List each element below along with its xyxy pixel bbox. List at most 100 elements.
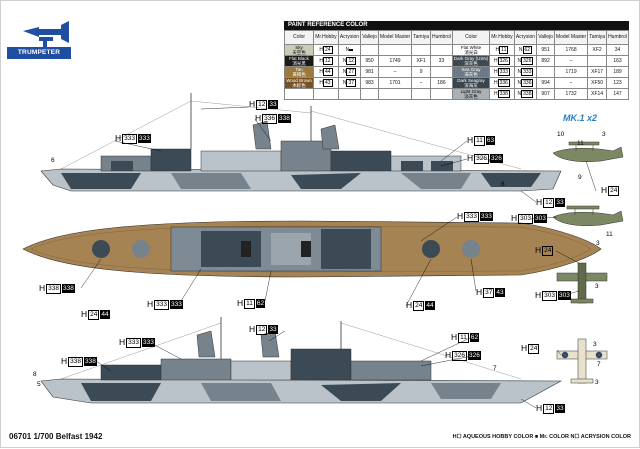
part-number: 10 [557,131,565,138]
color-code: 24 [528,344,540,354]
mr-color-code: 63 [485,136,496,145]
color-name: Dark Gray (USN) [453,56,489,62]
color-code: 333 [154,300,169,310]
part-number: 3 [595,283,599,290]
color-code: 11 [244,299,255,309]
aqueous-prefix: H [467,153,474,163]
aqueous-prefix: H [467,135,474,145]
side-profile-port [40,317,563,404]
mr-color-code: 44 [425,301,435,310]
table-header-8: Color [451,30,491,45]
color-code: 24 [608,186,620,196]
deck-plan-view [22,220,602,278]
color-code: 303 [542,291,557,301]
mr-color-code: 62 [469,333,480,342]
color-name-cn: 天空色 [292,50,306,55]
color-swatch-right-1: Dark Gray (USN)深灰色 [451,55,491,67]
kit-title: 06701 1/700 Belfast 1942 [9,432,103,441]
aqueous-prefix: H [511,213,518,223]
mm-code: – [553,55,589,67]
color-code: 24 [542,246,554,256]
color-code: 24 [413,301,425,311]
color-name-cn: 淡灰色 [464,94,478,99]
aqueous-prefix: H [237,298,244,308]
part-number: 4 [488,158,492,165]
aqueous-prefix: H [536,197,543,207]
color-name: Light Gray [460,89,482,95]
aqueous-prefix: H [115,133,122,143]
color-name-cn: 深灰色 [464,61,478,66]
table-header-9: Mr.Hobby [489,30,515,45]
aircraft-side-2 [552,205,624,226]
color-name: Sky [295,45,303,51]
aqueous-prefix: H [249,99,256,109]
color-code: 37 [483,288,495,298]
color-code: 333 [464,212,479,222]
table-header-14: Humbrol [606,30,629,45]
paint-table-title: PAINT REFERENCE COLOR [284,21,629,30]
color-code: 12 [543,198,555,208]
color-code: 326 [474,154,489,164]
color-name: Flat White [460,45,482,51]
aircraft-quantity-label: MK.1 x2 [563,113,598,123]
part-number: 8 [33,371,37,378]
part-number: 3 [595,379,599,386]
part-number: 6 [51,157,55,164]
mm-code: 1732 [553,88,589,100]
mr-color-code: 333 [480,212,493,221]
color-name-cn: 深海灰 [464,83,478,88]
part-number: 11 [577,140,584,147]
aqueous-prefix: H [535,245,542,255]
color-name-cn: 消光黑 [292,61,306,66]
color-legend: H☐ AQUEOUS HOBBY COLOR ■ Mr. COLOR N☐ AC… [452,434,631,440]
leader-lines [80,106,597,409]
color-code: 326 [452,351,467,361]
color-code: 333 [126,338,141,348]
mr-color-code: 43 [495,288,505,297]
color-code: 303 [518,214,533,224]
color-code: 338 [46,284,61,294]
color-name: Tan [295,67,303,73]
color-code: 12 [543,404,555,414]
part-number: 5 [37,381,41,388]
aircraft-top [556,262,608,304]
part-number: 7 [493,365,497,372]
mr-color-code: 338 [62,284,75,293]
part-number: 3 [593,341,597,348]
aqueous-prefix: H [601,185,608,195]
aqueous-prefix: H [476,287,483,297]
mr-color-code: 44 [100,310,110,319]
mr-color-code: 338 [278,114,291,123]
mr-color-code: 62 [255,299,266,308]
part-number: 8 [501,181,505,188]
empty-cell [313,88,339,100]
part-number: 11 [606,231,613,238]
color-code: 11 [474,136,485,146]
mr-color-code: 303 [558,291,571,300]
color-name: Sea Gray [461,67,481,73]
color-code: 12 [256,325,268,335]
color-name-cn: 黄褐色 [292,72,306,77]
aqueous-prefix: H [451,332,458,342]
